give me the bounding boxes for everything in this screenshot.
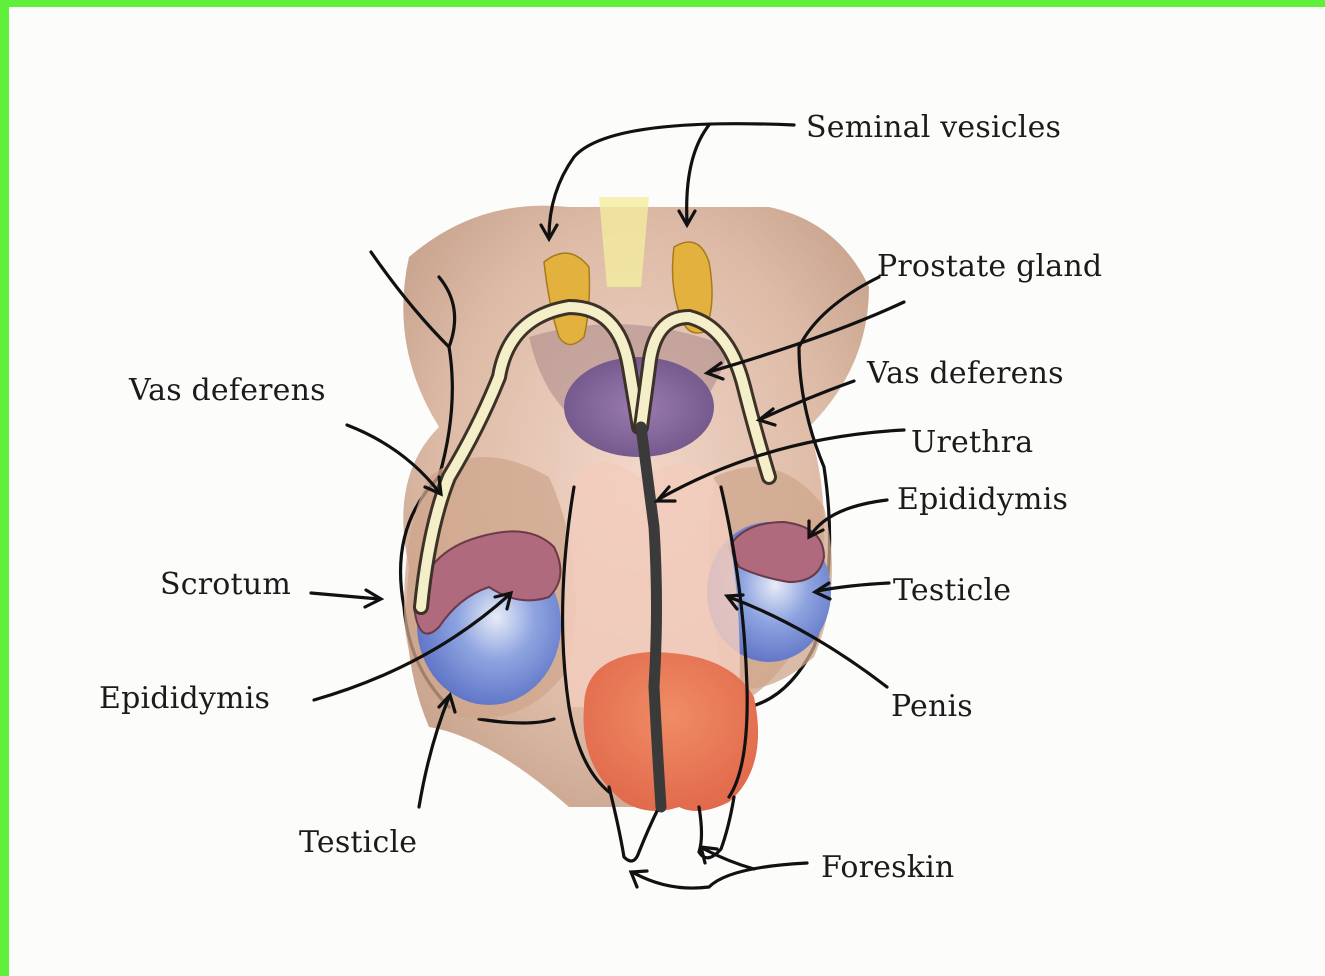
label-urethra: Urethra [911,425,1033,460]
anatomy-illustration [9,7,1325,976]
diagram-frame: Seminal vesicles Prostate gland Vas defe… [9,7,1325,976]
label-vas-deferens-right: Vas deferens [867,356,1064,391]
label-penis: Penis [891,689,973,724]
arrow-foreskin-right [704,849,754,869]
label-foreskin: Foreskin [821,850,954,885]
arrow-scrotum [311,593,379,599]
arrow-foreskin [634,863,807,888]
yellow-strip [599,197,649,287]
label-epididymis-left: Epididymis [99,681,270,716]
label-testicle-left: Testicle [299,825,417,860]
label-epididymis-right: Epididymis [897,482,1068,517]
label-testicle-right: Testicle [893,573,1011,608]
label-vas-deferens-left: Vas deferens [129,373,326,408]
label-seminal-vesicles: Seminal vesicles [806,110,1061,145]
label-prostate-gland: Prostate gland [877,249,1102,284]
label-scrotum: Scrotum [160,567,291,602]
